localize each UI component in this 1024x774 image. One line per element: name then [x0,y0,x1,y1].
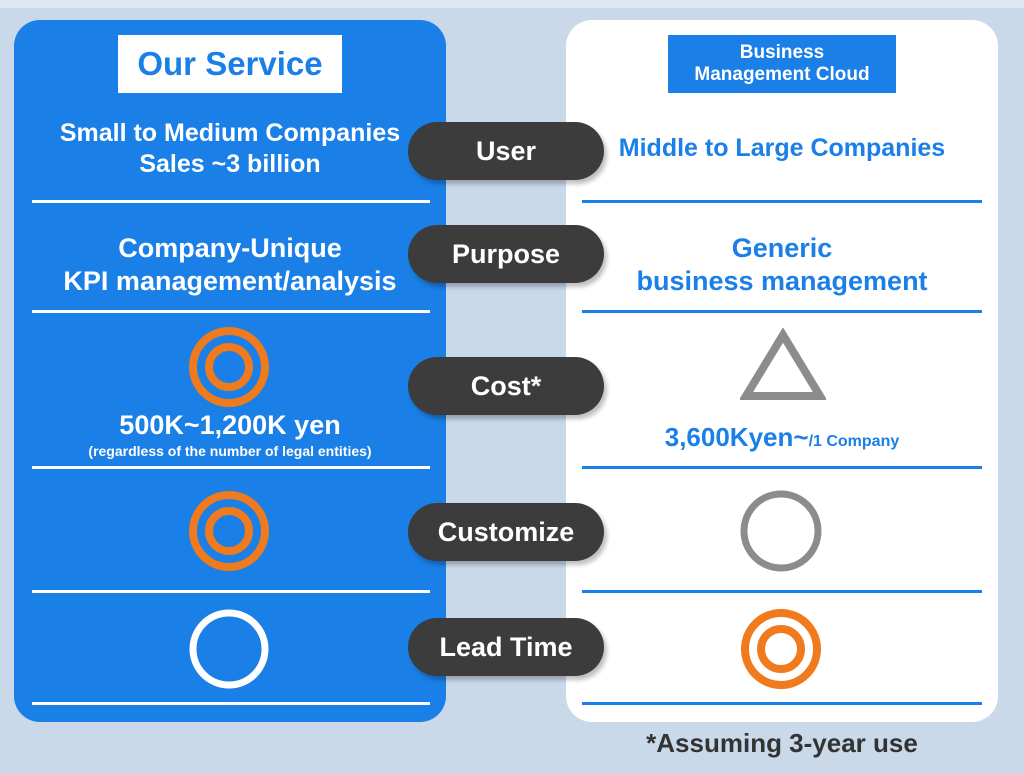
left-divider [32,310,430,313]
right-cost-price: 3,600Kyen~ [664,422,809,452]
left-cost-note: (regardless of the number of legal entit… [88,443,372,459]
right-purpose-line2: business management [636,266,928,296]
left-purpose-text: Company-Unique KPI management/analysis [14,232,446,298]
right-divider [582,200,982,203]
footnote: *Assuming 3-year use [646,728,918,758]
double-circle-icon [189,491,269,571]
our-service-title: Our Service [118,35,342,93]
right-title-line2: Management Cloud [694,64,870,85]
right-cost-unit: /1 Company [808,433,900,450]
double-circle-icon [189,327,269,407]
right-divider [582,590,982,593]
double-circle-icon [741,609,821,689]
left-user-line2: Sales ~3 billion [139,150,321,178]
business-management-cloud-title: Business Management Cloud [668,35,896,93]
our-service-panel [14,20,446,722]
right-user-text: Middle to Large Companies [618,134,946,162]
circle-icon [740,490,822,572]
left-cost-price: 500K~1,200K yen [119,410,341,440]
left-user-line1: Small to Medium Companies [59,119,401,147]
left-divider [32,200,430,203]
right-divider [582,310,982,313]
left-divider [32,590,430,593]
criterion-customize-pill: Customize [408,503,604,561]
right-purpose-line1: Generic [731,233,833,263]
right-divider [582,702,982,705]
left-user-text: Small to Medium Companies Sales ~3 billi… [14,118,446,180]
business-management-cloud-panel [566,20,998,722]
right-divider [582,466,982,469]
left-purpose-line2: KPI management/analysis [63,266,397,296]
circle-icon [189,609,269,689]
criterion-purpose-pill: Purpose [408,225,604,283]
triangle-icon [740,328,826,400]
criterion-lead-time-pill: Lead Time [408,618,604,676]
right-title-line1: Business [739,42,825,63]
right-cost-text: 3,600Kyen~/1 Company [566,422,998,453]
criterion-user-pill: User [408,122,604,180]
right-purpose-text: Generic business management [566,232,998,298]
left-divider [32,702,430,705]
left-divider [32,466,430,469]
left-purpose-line1: Company-Unique [118,233,342,263]
criterion-cost-pill: Cost* [408,357,604,415]
